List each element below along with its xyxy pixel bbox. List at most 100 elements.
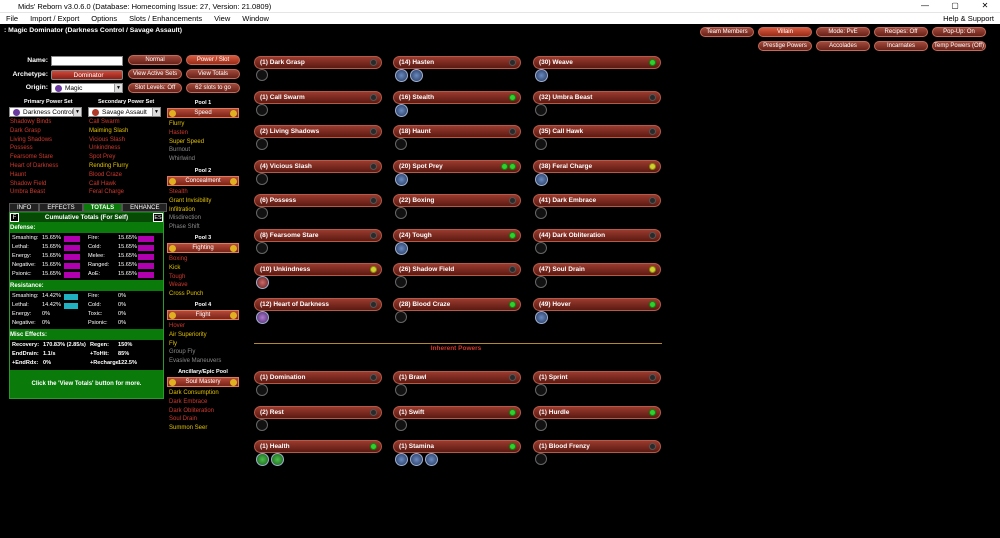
- enhancement-icon[interactable]: [410, 453, 423, 466]
- secondary-power-item[interactable]: Rending Flurry: [89, 162, 129, 169]
- power-slot[interactable]: (4) Vicious Slash: [254, 159, 382, 173]
- secondary-set-select[interactable]: Savage Assault▼: [88, 107, 161, 117]
- enhancement-icon[interactable]: [425, 453, 438, 466]
- pool-power-item[interactable]: Whirlwind: [169, 156, 196, 163]
- pool-power-item[interactable]: Evasive Maneuvers: [169, 358, 222, 365]
- tab-enhance[interactable]: ENHANCE: [122, 203, 168, 212]
- archetype-select[interactable]: Dominator: [51, 70, 123, 80]
- maximize-icon[interactable]: ▢: [951, 1, 959, 10]
- empty-slot-socket[interactable]: [535, 241, 547, 254]
- menu-window[interactable]: Window: [242, 14, 269, 23]
- power-slot[interactable]: (49) Hover: [533, 297, 661, 311]
- pool-power-item[interactable]: Grant Invisibility: [169, 197, 212, 204]
- incarnates-button[interactable]: Incarnates: [874, 41, 928, 51]
- pool-power-item[interactable]: Soul Drain: [169, 416, 198, 423]
- empty-slot-socket[interactable]: [256, 103, 268, 116]
- primary-power-item[interactable]: Haunt: [10, 171, 27, 178]
- power-slot[interactable]: (32) Umbra Beast: [533, 90, 661, 104]
- pool-power-item[interactable]: Super Speed: [169, 138, 205, 145]
- power-slot[interactable]: (8) Fearsome Stare: [254, 228, 382, 242]
- empty-slot-socket[interactable]: [535, 418, 547, 431]
- power-slot[interactable]: (1) Health: [254, 440, 382, 453]
- power-slot[interactable]: (1) Call Swarm: [254, 90, 382, 104]
- f-button[interactable]: F: [10, 213, 19, 222]
- empty-slot-socket[interactable]: [395, 384, 407, 396]
- pool-power-item[interactable]: Boxing: [169, 256, 188, 262]
- menu-slots-enhancements[interactable]: Slots / Enhancements: [129, 14, 203, 23]
- enhancement-icon[interactable]: [395, 453, 408, 466]
- view-totals-button[interactable]: View Totals: [186, 69, 240, 79]
- pool-select[interactable]: Fighting: [167, 243, 239, 253]
- power-slot[interactable]: (1) Dark Grasp: [254, 56, 382, 69]
- power-slot[interactable]: (1) Blood Frenzy: [533, 440, 661, 453]
- empty-slot-socket[interactable]: [256, 138, 268, 150]
- menu-help[interactable]: Help & Support: [943, 14, 994, 23]
- slots-to-go-button[interactable]: 62 slots to go: [186, 83, 240, 93]
- power-slot[interactable]: (28) Blood Craze: [393, 297, 521, 311]
- normal-button[interactable]: Normal: [128, 55, 182, 65]
- empty-slot-socket[interactable]: [535, 103, 547, 116]
- empty-slot-socket[interactable]: [256, 207, 268, 219]
- enhancement-icon[interactable]: [535, 69, 548, 82]
- pool-select[interactable]: Soul Mastery: [167, 377, 239, 387]
- secondary-power-item[interactable]: Call Swarm: [89, 119, 120, 125]
- enhancement-icon[interactable]: [535, 172, 548, 186]
- enhancement-icon[interactable]: [395, 172, 408, 186]
- empty-slot-socket[interactable]: [395, 310, 407, 323]
- pool-power-item[interactable]: Stealth: [169, 189, 188, 195]
- prestige-powers-button[interactable]: Prestige Powers: [758, 41, 812, 51]
- power-slot[interactable]: (1) Hurdle: [533, 405, 661, 419]
- primary-set-select[interactable]: Darkness Control▼: [9, 107, 82, 117]
- primary-power-item[interactable]: Possess: [10, 145, 33, 152]
- pool-power-item[interactable]: Phase Shift: [169, 224, 200, 231]
- pool-power-item[interactable]: Flurry: [169, 121, 185, 127]
- power-slot[interactable]: (47) Soul Drain: [533, 263, 661, 276]
- secondary-power-item[interactable]: Maiming Slash: [89, 127, 129, 134]
- enhancement-icon[interactable]: [271, 453, 284, 466]
- power-slot[interactable]: (30) Weave: [533, 56, 661, 69]
- enhancement-icon[interactable]: [256, 453, 269, 466]
- power-slot[interactable]: (1) Sprint: [533, 371, 661, 384]
- menu-options[interactable]: Options: [91, 14, 118, 23]
- power-slot[interactable]: (22) Boxing: [393, 194, 521, 207]
- power-slot[interactable]: (26) Shadow Field: [393, 263, 521, 276]
- primary-power-item[interactable]: Fearsome Stare: [10, 154, 54, 161]
- power-slot[interactable]: (38) Feral Charge: [533, 159, 661, 173]
- pool-power-item[interactable]: Air Superiority: [169, 331, 207, 338]
- primary-power-item[interactable]: Living Shadows: [10, 136, 53, 143]
- menu-import-export[interactable]: Import / Export: [30, 14, 80, 23]
- recipes-button[interactable]: Recipes: Off: [874, 27, 928, 37]
- power-slot[interactable]: (2) Rest: [254, 405, 382, 419]
- view-active-sets-button[interactable]: View Active Sets: [128, 69, 182, 79]
- secondary-power-item[interactable]: Blood Craze: [89, 171, 123, 178]
- enhancement-icon[interactable]: [256, 276, 269, 289]
- enhancement-icon[interactable]: [395, 241, 408, 255]
- enhancement-icon[interactable]: [535, 310, 548, 324]
- power-slot[interactable]: (16) Stealth: [393, 90, 521, 104]
- origin-select[interactable]: Magic▼: [51, 83, 123, 93]
- slot-levels-button[interactable]: Slot Levels: Off: [128, 83, 182, 93]
- pool-power-item[interactable]: Summon Seer: [169, 425, 208, 432]
- primary-power-item[interactable]: Heart of Darkness: [10, 162, 59, 169]
- empty-slot-socket[interactable]: [535, 384, 547, 396]
- power-slot[interactable]: (35) Call Hawk: [533, 125, 661, 138]
- accolades-button[interactable]: Accolades: [816, 41, 870, 51]
- power-slot-button[interactable]: Power / Slot: [186, 55, 240, 65]
- pool-power-item[interactable]: Hasten: [169, 129, 189, 136]
- secondary-power-item[interactable]: Call Hawk: [89, 180, 117, 187]
- close-icon[interactable]: ✕: [981, 1, 989, 10]
- temp-powers-button[interactable]: Temp Powers (Off): [932, 41, 986, 51]
- pool-select[interactable]: Flight: [167, 310, 239, 320]
- pool-power-item[interactable]: Weave: [169, 282, 188, 289]
- es-button[interactable]: ES: [153, 213, 163, 222]
- mode-button[interactable]: Mode: PvE: [816, 27, 870, 37]
- secondary-power-item[interactable]: Spot Prey: [89, 154, 116, 161]
- enhancement-icon[interactable]: [256, 310, 269, 324]
- power-slot[interactable]: (14) Hasten: [393, 56, 521, 69]
- tab-effects[interactable]: EFFECTS: [39, 203, 83, 212]
- popup-button[interactable]: Pop-Up: On: [932, 27, 986, 37]
- empty-slot-socket[interactable]: [395, 418, 407, 431]
- enhancement-icon[interactable]: [410, 69, 423, 82]
- empty-slot-socket[interactable]: [256, 172, 268, 185]
- primary-power-item[interactable]: Umbra Beast: [10, 189, 46, 196]
